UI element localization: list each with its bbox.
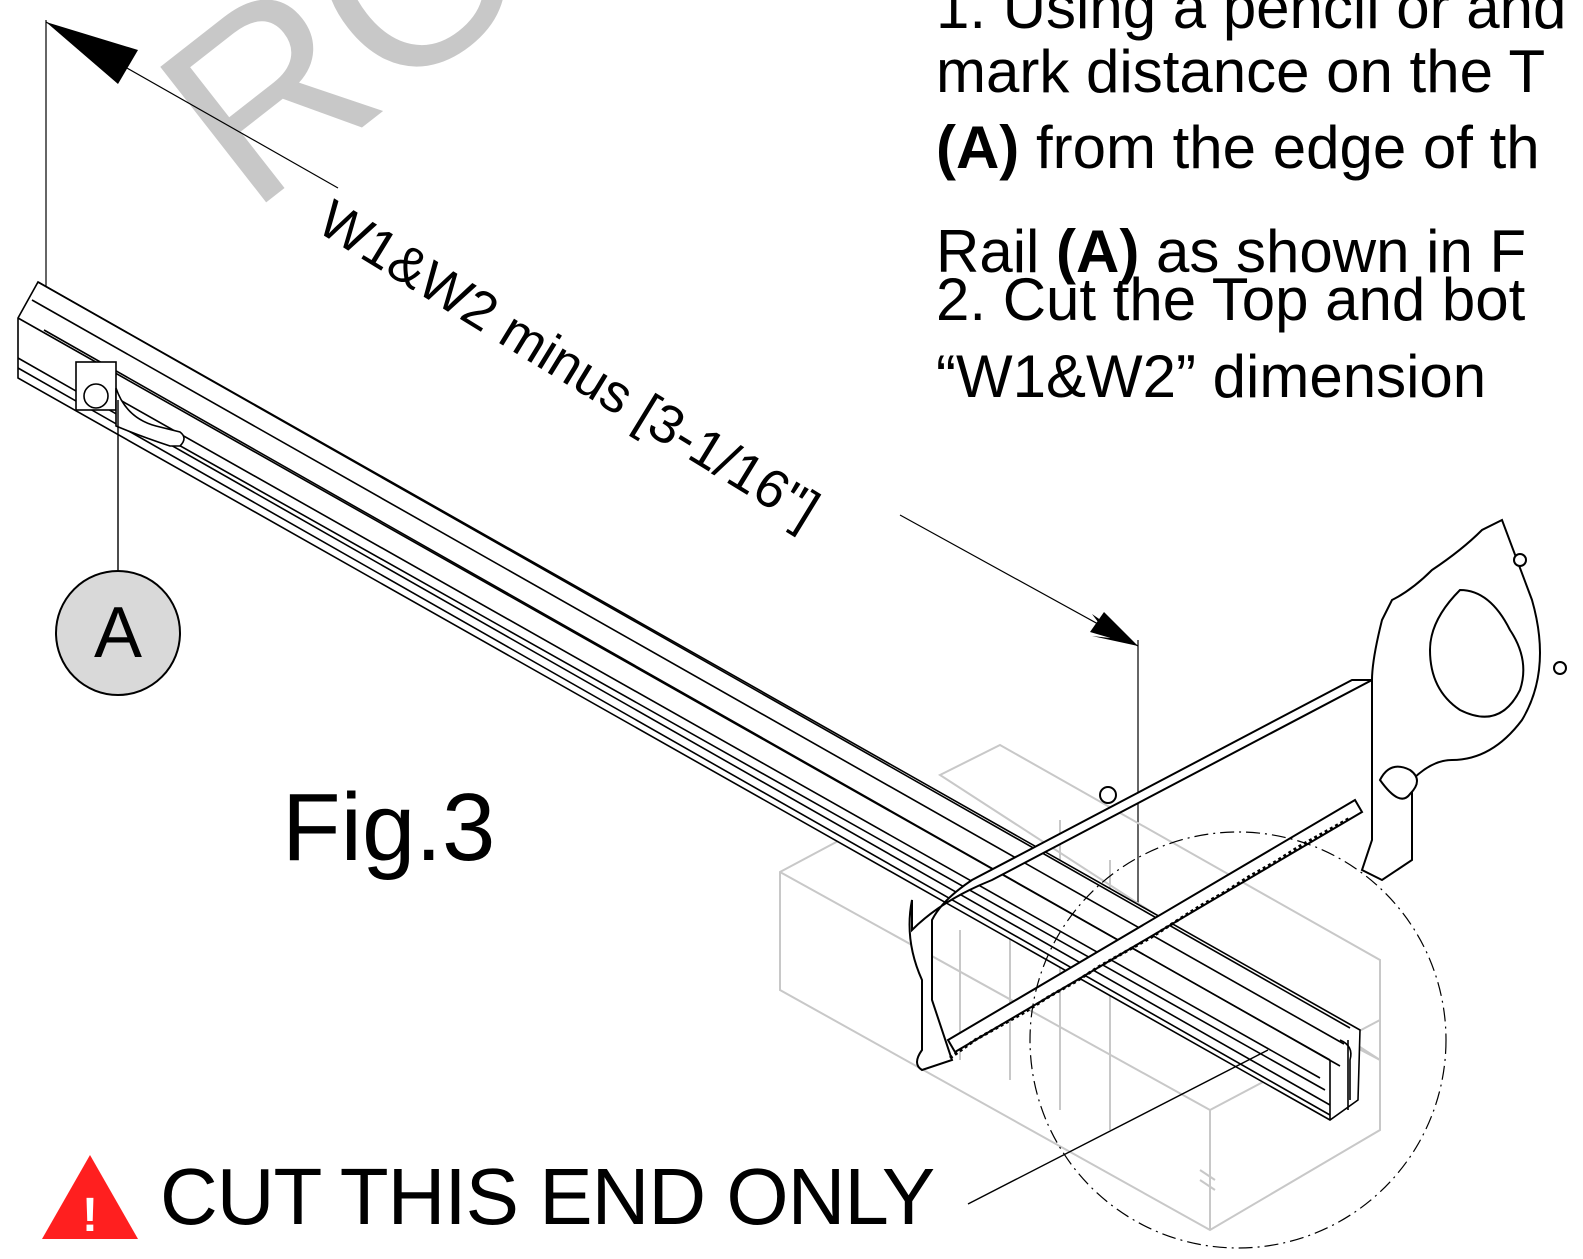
hacksaw bbox=[908, 518, 1567, 1072]
instruction-ref-a-2: (A) bbox=[1056, 218, 1140, 285]
instruction-line-3: (A) from the edge of th bbox=[936, 118, 1540, 178]
instruction-ref-a: (A) bbox=[936, 114, 1020, 181]
instruction-line-3-text: from the edge of th bbox=[1019, 114, 1540, 181]
callout-a-label: A bbox=[93, 593, 143, 673]
instruction-line-1: 1. Using a pencil or and bbox=[936, 0, 1567, 41]
instruction-line-2: mark distance on the T bbox=[936, 38, 1546, 105]
instruction-line-5: 2. Cut the Top and bot bbox=[936, 266, 1526, 333]
warning-notice: ! CUT THIS END ONLY bbox=[40, 1152, 935, 1242]
instruction-line-6: “W1&W2” dimension bbox=[936, 343, 1487, 410]
arrowhead-left bbox=[46, 22, 138, 84]
saw-blade bbox=[946, 798, 1364, 1060]
instruction-line-4: Rail (A) as shown in F bbox=[936, 222, 1526, 282]
instruction-line-4-start: Rail bbox=[936, 218, 1057, 285]
warning-leader-line bbox=[967, 1049, 1269, 1205]
warning-icon-glyph: ! bbox=[82, 1189, 98, 1241]
top-rail bbox=[17, 280, 1361, 1121]
detail-circle bbox=[1029, 831, 1447, 1249]
warning-text: CUT THIS END ONLY bbox=[160, 1152, 935, 1241]
warning-icon: ! bbox=[42, 1155, 138, 1241]
figure-label: Fig.3 bbox=[282, 774, 496, 881]
instruction-line-4-text: as shown in F bbox=[1139, 218, 1527, 285]
clip-a bbox=[75, 361, 185, 447]
callout-a: A bbox=[55, 570, 181, 696]
